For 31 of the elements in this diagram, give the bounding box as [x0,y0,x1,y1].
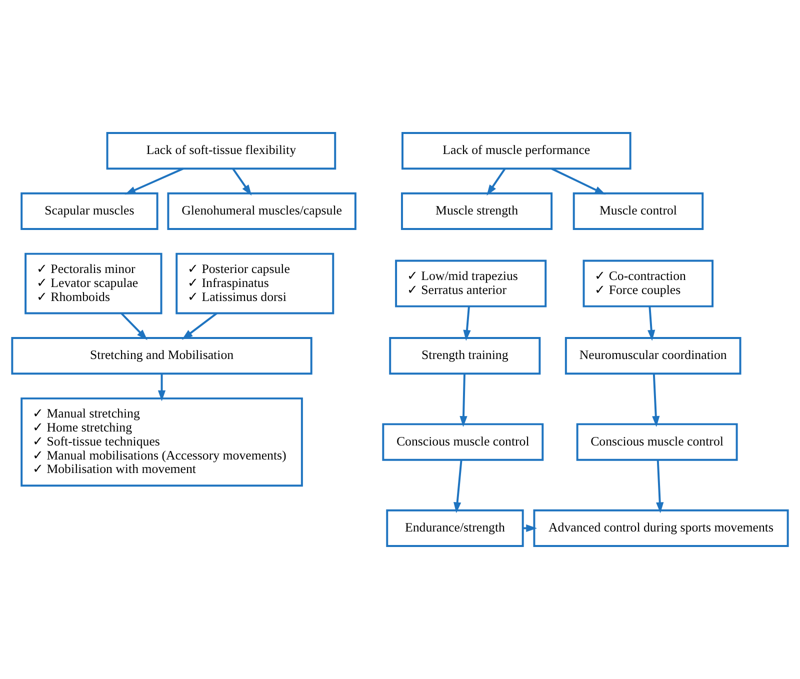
node-box: Strength training [389,337,541,375]
node-box: Conscious muscle control [576,423,738,461]
node-box: Scapular muscles [20,192,158,230]
node-box: ✓ Posterior capsule ✓ Infraspinatus ✓ Latissimus dorsi [176,252,334,314]
node-box: Stretching and Mobilisation [11,337,312,375]
arrow [120,312,148,340]
node-box: Neuromuscular coordination [564,337,742,375]
arrow [486,168,506,196]
arrow [454,460,462,514]
node-box: Muscle control [572,192,704,230]
node-box: Lack of soft-tissue flexibility [106,132,336,170]
arrow [463,306,471,341]
arrow [551,168,606,195]
arrow [460,374,468,427]
node-box: ✓ Co-contraction ✓ Force couples [582,260,714,308]
arrow [648,306,656,341]
node-box: Lack of muscle performance [401,132,632,170]
node-box: Muscle strength [401,192,553,230]
node-box: Glenohumeral muscles/capsule [167,192,356,230]
node-box: Conscious muscle control [382,423,544,461]
node-box: Endurance/strength [386,509,524,548]
arrow [656,460,664,514]
arrow [232,168,252,196]
node-box: ✓ Pectoralis minor ✓ Levator scapulae ✓ Rhomboids [24,252,162,314]
arrow [158,374,166,402]
arrow [124,168,184,195]
node-box: ✓ Manual stretching ✓ Home stretching ✓ Soft-tissue techniques ✓ Manual mobilisations (Accessory movements) ✓ Mobilisation with movement [20,397,303,487]
node-box: ✓ Low/mid trapezius ✓ Serratus anterior [395,260,547,308]
node-box: Advanced control during sports movements [533,509,789,548]
arrow [182,312,218,340]
arrow [652,374,660,427]
